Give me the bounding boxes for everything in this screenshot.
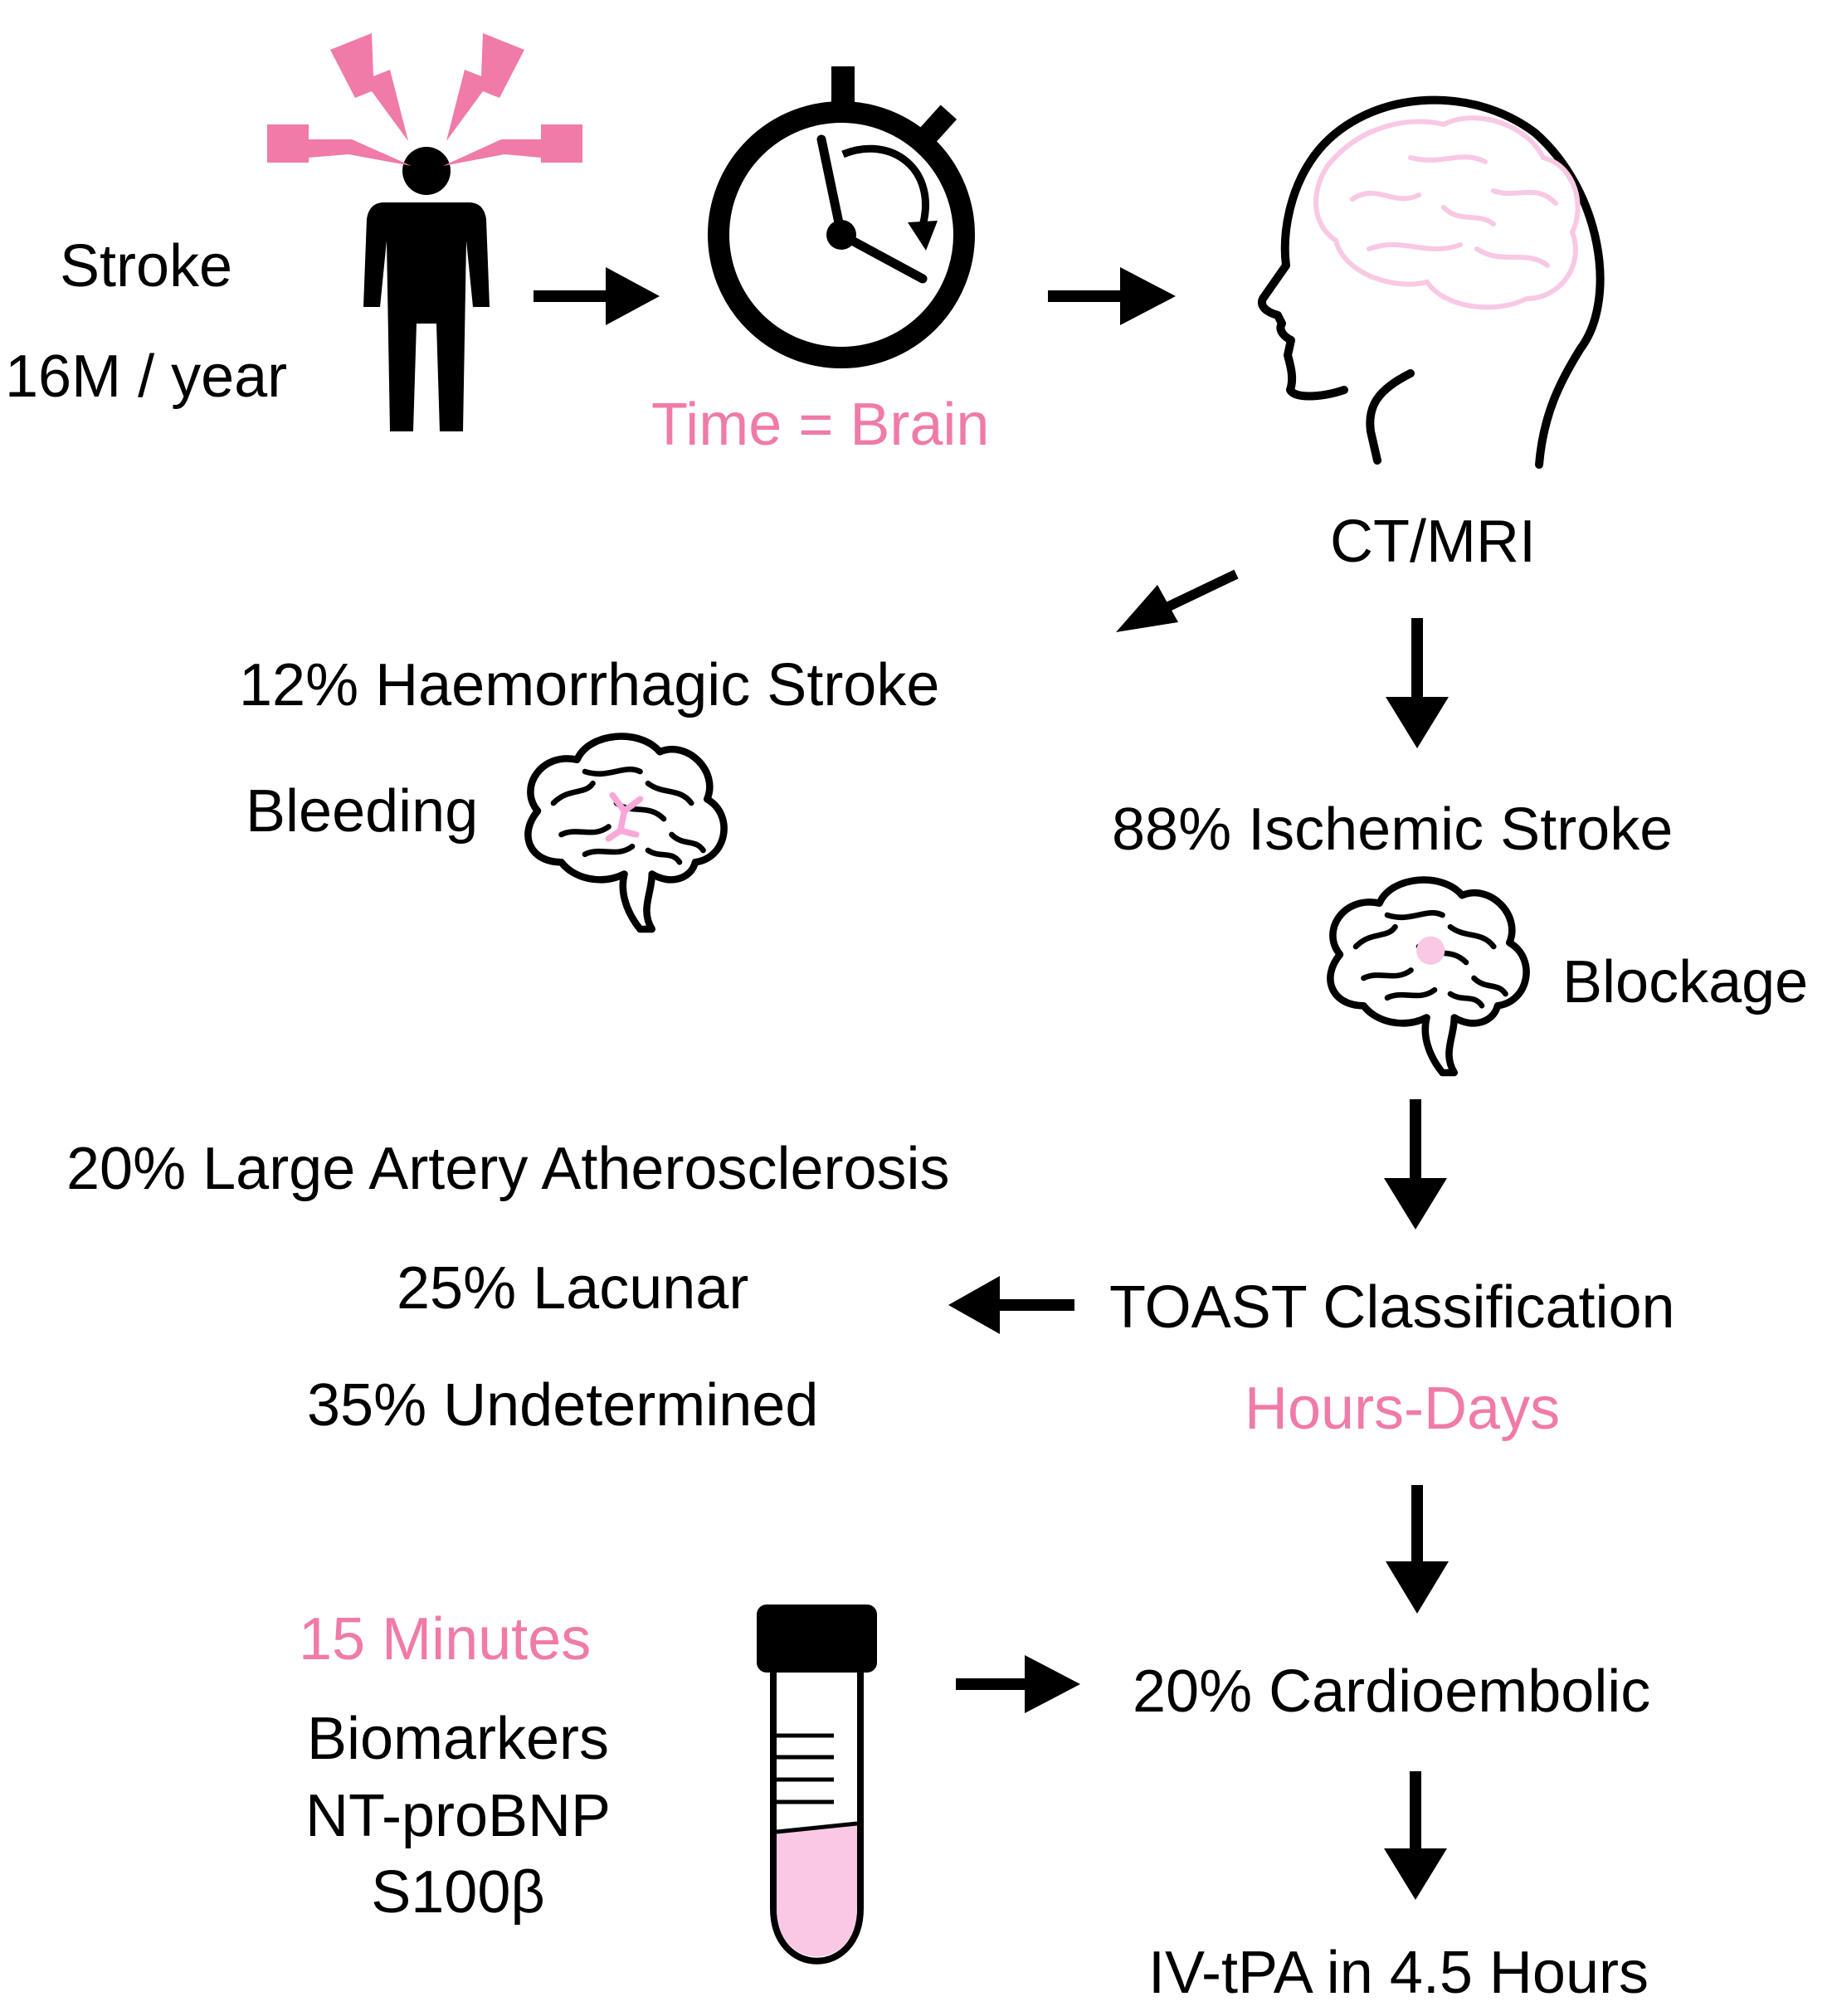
head-brain-icon xyxy=(1258,95,1605,469)
iv-tpa-label: IV-tPA in 4.5 Hours xyxy=(1148,1940,1649,2006)
arrow-icon xyxy=(1384,1099,1447,1230)
arrow-icon xyxy=(1386,618,1449,748)
arrow-icon xyxy=(1386,1485,1449,1614)
brain-bleeding-icon xyxy=(528,737,724,929)
lightning-icon xyxy=(267,33,582,166)
biomarkers-label: Biomarkers xyxy=(306,1706,610,1772)
ntprobnp-label: NT-proBNP xyxy=(305,1783,611,1849)
stroke-label: Stroke xyxy=(60,233,233,299)
arrow-icon xyxy=(956,1655,1080,1713)
arrow-icon xyxy=(1048,267,1176,325)
person-icon xyxy=(363,147,490,431)
blockage-label: Blockage xyxy=(1562,949,1809,1015)
minutes-label: 15 Minutes xyxy=(299,1606,592,1673)
incidence-label: 16M / year xyxy=(5,343,288,410)
arrow-icon xyxy=(1116,569,1239,632)
test-tube-icon xyxy=(757,1605,877,1965)
bleeding-label: Bleeding xyxy=(246,778,479,845)
stopwatch-icon xyxy=(708,66,975,368)
cardioembolic-label: 20% Cardioembolic xyxy=(1133,1658,1651,1725)
arrow-icon xyxy=(1384,1771,1447,1900)
hours-days-label: Hours-Days xyxy=(1245,1376,1561,1442)
large-artery-label: 20% Large Artery Atherosclerosis xyxy=(66,1136,950,1202)
undetermined-label: 35% Undetermined xyxy=(307,1372,819,1439)
ischemic-label: 88% Ischemic Stroke xyxy=(1112,796,1674,863)
s100b-label: S100β xyxy=(371,1859,545,1926)
haemorrhagic-label: 12% Haemorrhagic Stroke xyxy=(239,652,940,718)
lacunar-label: 25% Lacunar xyxy=(397,1255,749,1322)
ct-mri-label: CT/MRI xyxy=(1330,509,1536,575)
arrow-icon xyxy=(948,1276,1074,1334)
arrow-icon xyxy=(534,267,660,325)
time-brain-label: Time = Brain xyxy=(651,392,990,458)
brain-blockage-icon xyxy=(1330,880,1526,1073)
toast-label: TOAST Classification xyxy=(1109,1274,1675,1341)
